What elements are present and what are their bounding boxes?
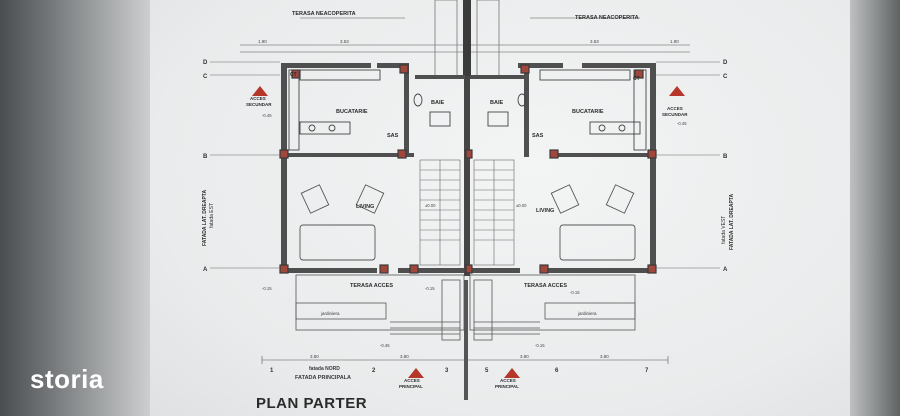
axis-left-a: A (203, 267, 208, 273)
facade-right-side-1: fatada VEST (721, 216, 727, 244)
kitchen-counters (288, 69, 647, 151)
level-mark-5: -0.15 (262, 286, 272, 291)
bath-left-label: BAIE (431, 100, 444, 106)
ct-right-label: CT (633, 76, 640, 82)
bath-right-label: BAIE (490, 100, 503, 106)
sas-right-label: SAS (532, 133, 544, 139)
bottom-dimension-lines (261, 356, 669, 364)
axis-right-a: A (723, 267, 728, 273)
right-unit-walls (470, 63, 656, 273)
level-mark-3: ±0.00 (425, 203, 436, 208)
axis-right-b: B (723, 154, 728, 160)
level-mark-9: -0.45 (380, 343, 390, 348)
axis-bottom-6: 6 (555, 368, 559, 374)
axis-bottom-3: 3 (445, 368, 449, 374)
access-main-left-1: ACCES (404, 378, 420, 383)
kitchen-right-label: BUCATARIE (572, 109, 604, 115)
access-secondary-right-1: ACCES (667, 106, 683, 111)
axis-bottom-5: 5 (485, 368, 489, 374)
access-terraces (295, 274, 636, 341)
level-mark-4: ±0.00 (516, 203, 527, 208)
axis-bottom-7: 7 (645, 368, 649, 374)
access-secondary-right-2: SECUNDAR (662, 112, 688, 117)
ct-left-label: CT (290, 72, 297, 78)
level-mark-8: -0.15 (535, 343, 545, 348)
structural-columns (279, 64, 657, 274)
level-mark-2: -0.45 (677, 121, 687, 126)
storia-logo[interactable]: storia (30, 364, 104, 394)
plan-sheet (150, 0, 850, 416)
left-unit-walls (281, 63, 465, 273)
plan-title: PLAN PARTER (256, 395, 368, 412)
terrace-access-right-label: TERASA ACCES (524, 283, 567, 289)
access-secondary-left-2: SECUNDAR (246, 102, 272, 107)
level-mark-1: -0.45 (262, 113, 272, 118)
access-main-right-1: ACCES (500, 378, 516, 383)
level-mark-6: -0.15 (425, 286, 435, 291)
dim-top-2: 3.63 (340, 39, 349, 44)
kitchen-left-label: BUCATARIE (336, 109, 368, 115)
axis-left-b: B (203, 154, 208, 160)
sas-left-label: SAS (387, 133, 399, 139)
access-main-right-2: PRINCIPAL (495, 384, 519, 389)
axis-right-d: D (723, 60, 728, 66)
dim-bottom-3: 3.80 (520, 354, 529, 359)
dim-bottom-1: 3.80 (310, 354, 319, 359)
planter-right-label: jardiniera (577, 311, 597, 316)
facade-left-side-2: fatada EST (209, 203, 215, 228)
level-mark-7: -0.15 (570, 290, 580, 295)
dim-bottom-2: 3.80 (400, 354, 409, 359)
axis-left-c: C (203, 74, 208, 80)
living-furniture (299, 184, 636, 261)
side-axes (210, 61, 720, 269)
facade-north-label: fatada NORD (309, 366, 340, 372)
access-main-left-2: PRINCIPAL (399, 384, 423, 389)
living-right-label: LIVING (536, 208, 554, 214)
terrace-access-left-label: TERASA ACCES (350, 283, 393, 289)
dim-bottom-4: 3.80 (600, 354, 609, 359)
axis-left-d: D (203, 60, 208, 66)
access-secondary-left-1: ACCES (250, 96, 266, 101)
facade-right-side-2: FATADA LAT. DREAPTA (729, 194, 735, 250)
planter-left-label: jardiniera (320, 311, 340, 316)
axis-bottom-2: 2 (372, 368, 376, 374)
dim-top-4: 1.90 (670, 39, 679, 44)
facade-left-side-1: FATADA LAT. DREAPTA (202, 190, 208, 246)
dim-top-1: 1.90 (258, 39, 267, 44)
terrace-top-left-label: TERASA NEACOPERITA (292, 11, 356, 17)
axis-bottom-1: 1 (270, 368, 274, 374)
axis-right-c: C (723, 74, 728, 80)
living-left-label: LIVING (356, 204, 374, 210)
staircases (419, 159, 515, 266)
facade-main-label: FATADA PRINCIPALA (295, 375, 351, 381)
dim-top-3: 3.63 (590, 39, 599, 44)
bath-fixtures (413, 93, 527, 127)
access-arrows (252, 86, 685, 378)
terrace-top-right-label: TERASA NEACOPERITA (575, 15, 639, 21)
